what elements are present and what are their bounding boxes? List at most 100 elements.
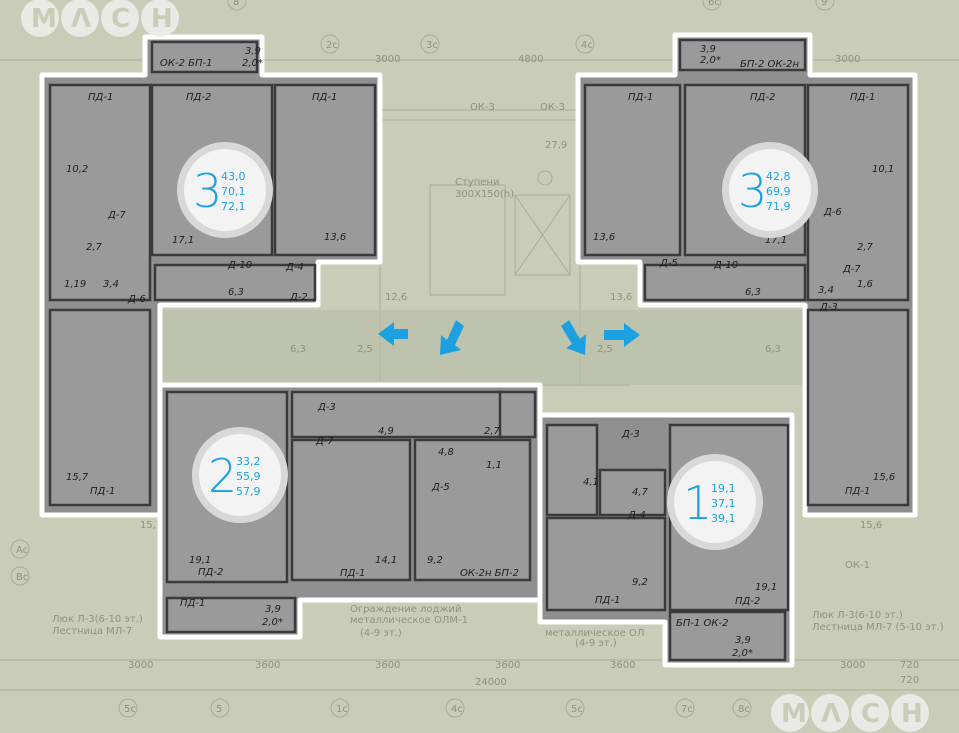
room-area-label: 10,1 xyxy=(872,164,894,175)
room-area-label: 2,0* xyxy=(262,617,283,628)
room-area-label: 4,9 xyxy=(378,426,394,437)
room xyxy=(273,83,377,257)
room xyxy=(290,390,504,439)
room-area-label: 13,6 xyxy=(593,232,615,243)
plan-element-label: Д-3 xyxy=(317,402,336,413)
room-area-label: 1,6 xyxy=(857,279,873,290)
plan-element-label: ПД-1 xyxy=(340,568,365,579)
axis-marker-label: 9 xyxy=(821,0,827,8)
plan-element-label: Д-4 xyxy=(627,510,646,521)
plan-annotation: 2,5 xyxy=(357,344,373,355)
room xyxy=(583,83,682,257)
plan-element-label: ПД-1 xyxy=(88,92,113,103)
plan-element-label: ПД-1 xyxy=(90,486,115,497)
area-value: 43,0 xyxy=(221,170,246,183)
area-value: 39,1 xyxy=(711,512,736,525)
apartment-badge[interactable]: 343,070,172,1 xyxy=(177,142,273,238)
room xyxy=(806,83,910,302)
room xyxy=(413,438,532,582)
axis-marker-label: 1c xyxy=(336,704,348,715)
axis-marker-label: 8 xyxy=(233,0,239,8)
plan-annotation: 24000 xyxy=(475,677,507,688)
plan-annotation: ОК-3 xyxy=(540,102,565,113)
plan-annotation: 3000 xyxy=(840,660,865,671)
plan-element-label: ПД-1 xyxy=(180,598,205,609)
axis-marker-circle xyxy=(330,698,350,718)
room xyxy=(668,610,787,662)
plan-element-label: ПД-1 xyxy=(850,92,875,103)
room xyxy=(545,423,599,517)
arrow-left-icon xyxy=(378,322,408,346)
axis-marker-label: Ac xyxy=(16,545,28,556)
axis-marker-circle xyxy=(227,0,247,11)
plan-element-label: ПД-2 xyxy=(750,92,775,103)
room-area-label: 9,2 xyxy=(427,555,443,566)
plan-annotation: 720 xyxy=(900,660,919,671)
room-area-label: 19,1 xyxy=(189,555,211,566)
plan-annotation: Лестница МЛ-7 (5-10 эт.) xyxy=(812,622,944,633)
apartment-badge[interactable]: 233,255,957,9 xyxy=(192,427,288,523)
plan-element-label: Д-3 xyxy=(819,302,838,313)
axis-marker-label: 6c xyxy=(708,0,720,8)
plan-annotation: 3600 xyxy=(495,660,520,671)
plan-annotation: 2,5 xyxy=(597,344,613,355)
plan-element-label: Д-7 xyxy=(315,436,334,447)
axis-marker-label: 8c xyxy=(738,704,750,715)
plan-annotation: Ограждение лоджий xyxy=(350,604,461,615)
axis-marker-circle xyxy=(702,0,722,11)
logo-letter: Λ xyxy=(821,699,841,729)
room-area-label: 17,1 xyxy=(765,235,787,246)
plan-annotation: Люк Л-3(6-10 эт.) xyxy=(812,610,903,621)
room-area-label: 4,7 xyxy=(632,487,649,498)
axis-marker-circle xyxy=(320,34,340,54)
room-area-label: 9,2 xyxy=(632,577,648,588)
area-value: 19,1 xyxy=(711,482,736,495)
arrow-down-right-icon xyxy=(561,320,586,355)
plan-annotation: Люк Л-3(6-10 эт.) xyxy=(52,614,143,625)
plan-element-label: ПД-1 xyxy=(845,486,870,497)
room-count: 3 xyxy=(738,164,767,218)
axis-marker-label: 4c xyxy=(581,40,593,51)
plan-annotation: 6,3 xyxy=(765,344,781,355)
plan-annotation: 3000 xyxy=(375,54,400,65)
axis-marker-circle xyxy=(445,698,465,718)
room-area-label: 1,1 xyxy=(486,460,502,471)
apartment-badge[interactable]: 119,137,139,1 xyxy=(667,454,763,550)
room-area-label: 17,1 xyxy=(172,235,194,246)
plan-element-label: Д-7 xyxy=(107,210,126,221)
plan-element-label: Д-5 xyxy=(659,258,678,269)
room xyxy=(643,263,807,302)
badge-disc xyxy=(674,461,756,543)
room-area-label: 2,7 xyxy=(857,242,874,253)
room-area-label: 10,2 xyxy=(66,164,88,175)
area-value: 42,8 xyxy=(766,170,791,183)
plan-element-label: Д-6 xyxy=(127,294,146,305)
axis-marker-circle xyxy=(10,539,30,559)
room-area-label: 4,1 xyxy=(583,477,599,488)
room xyxy=(545,516,667,612)
area-value: 72,1 xyxy=(221,200,246,213)
axis-marker-label: 7c xyxy=(681,704,693,715)
axis-marker-circle xyxy=(420,34,440,54)
badge-disc xyxy=(729,149,811,231)
plan-element-label: ПД-1 xyxy=(628,92,653,103)
room-area-label: 13,6 xyxy=(324,232,346,243)
room xyxy=(598,468,667,517)
area-value: 33,2 xyxy=(236,455,261,468)
apartment-badge[interactable]: 342,869,971,9 xyxy=(722,142,818,238)
plan-annotation: ОК-3 xyxy=(470,102,495,113)
plan-annotation: 12,6 xyxy=(385,292,407,303)
plan-annotation: 3000 xyxy=(128,660,153,671)
room-area-label: 3,4 xyxy=(818,285,834,296)
room-area-label: 1,19 xyxy=(64,279,86,290)
room xyxy=(165,596,297,634)
plan-annotation: (4-9 эт.) xyxy=(360,628,402,639)
logo-letter: M xyxy=(31,4,57,34)
plan-element-label: ПД-2 xyxy=(735,596,760,607)
plan-element-label: Д-5 xyxy=(431,482,450,493)
plan-annotation: Лестница МЛ-7 xyxy=(52,626,132,637)
plan-element-label: ПД-1 xyxy=(595,595,620,606)
plan-element-label: БП-1 ОК-2 xyxy=(676,618,728,629)
